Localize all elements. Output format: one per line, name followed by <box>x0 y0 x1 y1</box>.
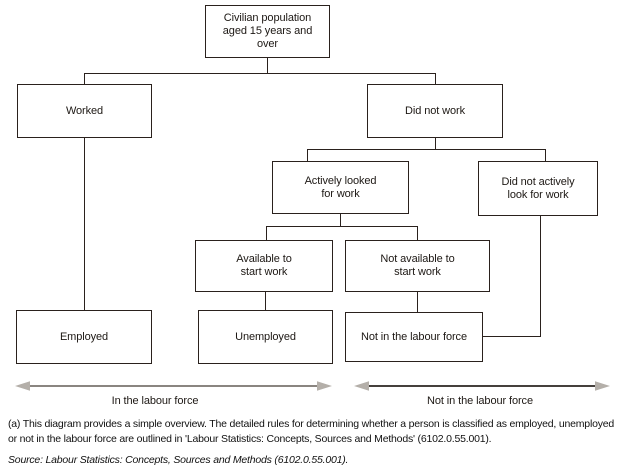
connector-actively-looked-down <box>340 214 341 226</box>
connector-not-available-to-not-in-lf <box>417 292 418 312</box>
in-labour-force-span-arrow <box>15 381 332 391</box>
connector-to-did-not-work <box>435 73 436 84</box>
node-unemployed: Unemployed <box>198 310 333 364</box>
connector-to-worked <box>84 73 85 84</box>
connector-did-not-actively-down <box>540 216 541 336</box>
connector-to-actively-looked <box>307 149 308 161</box>
connector-to-available <box>266 226 267 240</box>
connector-into-not-in-lf-right <box>483 336 541 337</box>
connector-branch-bar-1 <box>84 73 436 74</box>
connector-to-did-not-actively <box>545 149 546 161</box>
left-arrowhead-icon <box>15 381 30 391</box>
connector-available-to-unemployed <box>265 292 266 310</box>
right-arrowhead-icon <box>317 381 332 391</box>
node-employed: Employed <box>16 310 152 364</box>
right-arrowhead-icon <box>595 381 610 391</box>
in-labour-force-label: In the labour force <box>111 395 199 407</box>
connector-branch-bar-3 <box>266 226 418 227</box>
node-worked: Worked <box>17 84 152 138</box>
connector-worked-to-employed <box>84 138 85 310</box>
node-did-not-work: Did not work <box>367 84 503 138</box>
node-not-available-to-start-work: Not available to start work <box>345 240 490 292</box>
connector-branch-bar-2 <box>307 149 546 150</box>
source-line: Source: Labour Statistics: Concepts, Sou… <box>8 454 349 466</box>
not-in-labour-force-span-arrow <box>354 381 610 391</box>
left-arrowhead-icon <box>354 381 369 391</box>
footnote-text: (a) This diagram provides a simple overv… <box>8 418 615 445</box>
node-actively-looked-for-work: Actively looked for work <box>272 161 409 214</box>
node-available-to-start-work: Available to start work <box>195 240 333 292</box>
node-civilian-population: Civilian population aged 15 years and ov… <box>205 5 330 58</box>
connector-to-not-available <box>417 226 418 240</box>
node-not-in-the-labour-force: Not in the labour force <box>345 312 483 362</box>
not-in-labour-force-label: Not in the labour force <box>427 395 533 407</box>
connector-civilian-down <box>267 58 268 73</box>
node-did-not-actively-look: Did not actively look for work <box>478 161 598 216</box>
connector-did-not-work-down <box>435 138 436 149</box>
